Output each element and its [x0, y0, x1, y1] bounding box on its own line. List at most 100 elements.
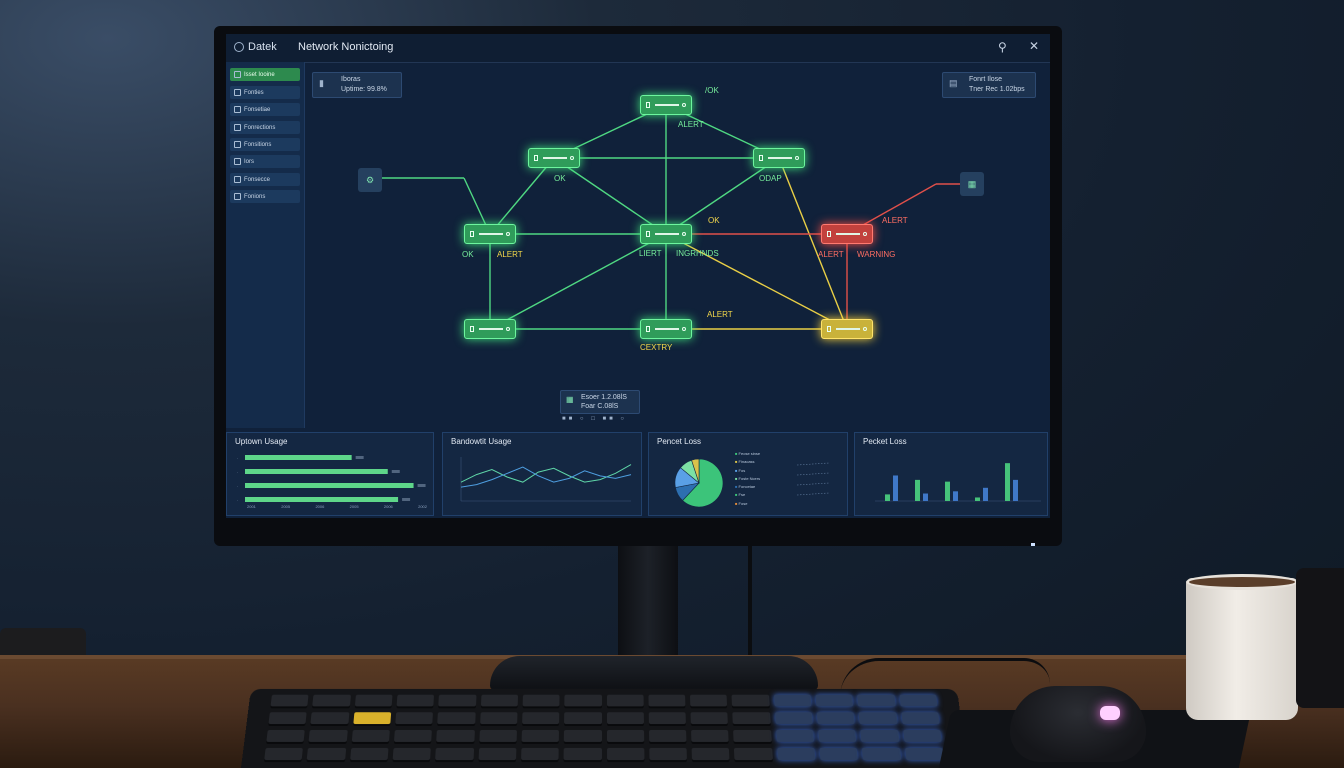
bar-axis-tick: ·: [237, 484, 238, 489]
coffee-surface: [1186, 574, 1298, 590]
legend-item: ■ Fse: [735, 491, 760, 499]
network-node-warning[interactable]: [821, 224, 873, 244]
mouse-logo-light: [1100, 706, 1120, 720]
power-led: [1031, 543, 1035, 546]
sidebar-item-icon: [234, 141, 241, 148]
computer-mouse: [1010, 686, 1146, 762]
packet-loss-bar-chart: [855, 449, 1047, 515]
app-name: Datek: [248, 41, 277, 53]
network-node-bottom-center[interactable]: [640, 319, 692, 339]
status-label: CEXTRY: [640, 343, 672, 352]
status-label: ALERT: [818, 250, 844, 259]
network-node-center[interactable]: [640, 224, 692, 244]
network-node-bottom-left[interactable]: [464, 319, 516, 339]
bandwidth-line-chart: [443, 449, 641, 515]
panel-title: Uptown Usage: [235, 437, 287, 446]
sidebar-item-2[interactable]: Fonsetiae: [230, 103, 300, 116]
network-topology-map: ⚙ ▦ /OK ALERT OK ODAP OK OK ALERT LIERT …: [304, 62, 1050, 428]
close-icon[interactable]: ✕: [1029, 39, 1039, 53]
axis-tick-label: 2006: [315, 504, 324, 509]
network-node-core[interactable]: [640, 95, 692, 115]
legend-item: ■ Fose: [735, 500, 760, 508]
legend-item: ■ Foncetae: [735, 483, 760, 491]
sidebar-item-4[interactable]: Fonsitions: [230, 138, 300, 151]
dark-mug: [1296, 568, 1344, 708]
sparkline-decor: [797, 483, 829, 485]
status-label: OK: [462, 250, 474, 259]
status-label: WARNING: [857, 250, 895, 259]
sidebar-item-icon: [234, 158, 241, 165]
sidebar-item-label: Fonsecce: [244, 177, 270, 183]
sidebar-item-3[interactable]: Fonrections: [230, 121, 300, 134]
network-node-left[interactable]: [464, 224, 516, 244]
info-card-line: Fonrt Ilose: [969, 76, 1002, 83]
sidebar-item-label: Fonsitions: [244, 142, 271, 148]
axis-tick-label: 2006: [384, 504, 393, 509]
packet-loss-bar: [975, 497, 980, 501]
axis-tick-label: 2001: [247, 504, 256, 509]
endpoint-device-icon[interactable]: ⚙: [358, 168, 382, 192]
info-card-line: Tner Rec 1.02bps: [969, 86, 1025, 93]
legend-label: Feose sinse: [739, 451, 761, 456]
external-device-icon[interactable]: ▦: [960, 172, 984, 196]
status-label: ALERT: [707, 310, 733, 319]
sidebar: Isset Iooine Fonties Fonsetiae Fonrectio…: [226, 62, 305, 428]
sidebar-item-icon: [234, 106, 241, 113]
legend-item: ■ Finacass: [735, 458, 760, 466]
sidebar-item-label: Iors: [244, 159, 254, 165]
sidebar-item-icon: [234, 176, 241, 183]
pie-legend: ■ Feose sinse ■ Finacass ■ Fos ■ Foste N…: [735, 450, 760, 508]
bar-value-marker: [356, 456, 364, 459]
legend-label: Fos: [739, 468, 746, 473]
uptime-bar: [245, 469, 388, 474]
packet-loss-bar-panel: Pecket Loss: [854, 432, 1048, 516]
packet-loss-bar: [1013, 480, 1018, 501]
sidebar-item-label: Fonrections: [244, 125, 275, 131]
search-icon[interactable]: ⚲: [998, 40, 1007, 54]
bar-axis-tick: ·: [237, 456, 238, 461]
app-window: Datek Network Nonictoing ⚲ ✕ Isset Iooin…: [226, 34, 1050, 518]
uptime-bar: [245, 483, 414, 488]
app-logo-icon: [234, 42, 244, 52]
sidebar-item-0[interactable]: Isset Iooine: [230, 68, 300, 81]
network-node-alert[interactable]: [821, 319, 873, 339]
info-card-line: Uptime: 99.8%: [341, 86, 387, 93]
keyboard-row: [271, 695, 938, 707]
status-label: INGRHNDS: [676, 249, 719, 258]
legend-item: ■ Feose sinse: [735, 450, 760, 458]
info-card-line: Iboras: [341, 76, 360, 83]
sidebar-item-label: Fonions: [244, 194, 265, 200]
status-label: OK: [554, 174, 566, 183]
link-line: [666, 158, 779, 234]
map-toolbar[interactable]: ■■ ○ □ ■■ ○: [562, 416, 627, 422]
packet-loss-bar: [945, 482, 950, 501]
sparkline-decor: [797, 473, 829, 475]
packet-loss-bar: [893, 475, 898, 501]
packet-loss-bar: [923, 494, 928, 501]
status-label: /OK: [705, 86, 719, 95]
sidebar-item-5[interactable]: Iors: [230, 155, 300, 168]
network-icon: ▦: [566, 395, 574, 404]
sidebar-item-1[interactable]: Fonties: [230, 86, 300, 99]
legend-label: Finacass: [739, 459, 755, 464]
window-title: Network Nonictoing: [298, 41, 393, 53]
sidebar-item-6[interactable]: Fonsecce: [230, 173, 300, 186]
axis-tick-label: 2005: [350, 504, 359, 509]
uptime-bar: [245, 497, 398, 502]
network-node-left-upper[interactable]: [528, 148, 580, 168]
sidebar-item-icon: [234, 193, 241, 200]
legend-label: Fose: [739, 501, 748, 506]
status-label: OK: [708, 216, 720, 225]
sidebar-item-7[interactable]: Fonions: [230, 190, 300, 203]
sidebar-item-icon: [234, 124, 241, 131]
sidebar-item-label: Fonsetiae: [244, 107, 270, 113]
coffee-mug: [1186, 578, 1298, 720]
axis-tick-label: 2005: [281, 504, 290, 509]
network-node-right-upper[interactable]: [753, 148, 805, 168]
bar-axis-tick: ·: [237, 498, 238, 503]
uptime-usage-panel: Uptown Usage ···· 2001 2005 2006 2005 20…: [226, 432, 434, 516]
bar-value-marker: [392, 470, 400, 473]
legend-label: Foste Ncers: [739, 476, 761, 481]
panel-title: Pencet Loss: [657, 437, 701, 446]
legend-label: Foncetae: [739, 484, 756, 489]
